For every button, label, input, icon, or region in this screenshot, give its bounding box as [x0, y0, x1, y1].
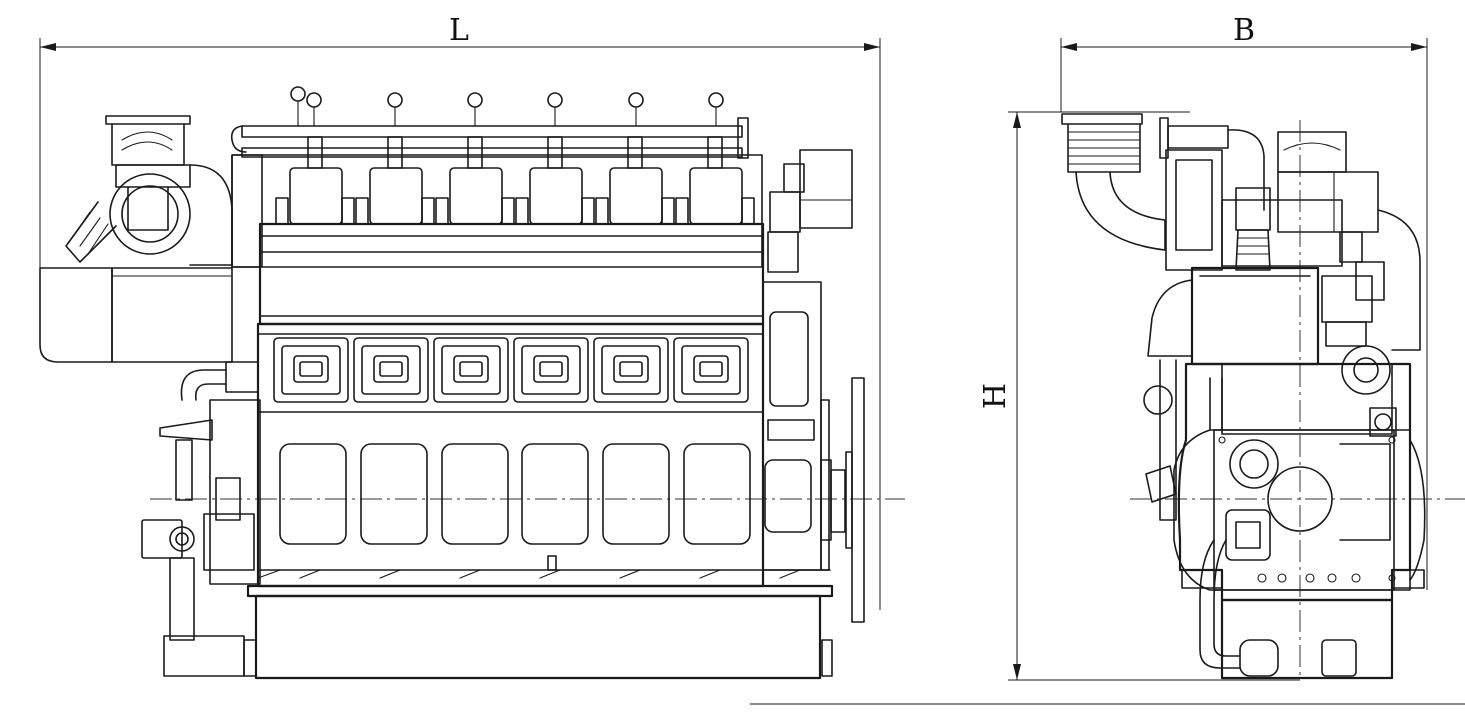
engine-end-view	[1061, 113, 1465, 680]
pressure-gauges	[290, 86, 724, 127]
crankcase-doors	[273, 337, 749, 403]
crankcase-covers	[279, 443, 812, 545]
engine-side-view	[39, 86, 905, 680]
cylinder-head-covers	[275, 136, 755, 225]
dimension-label-length: L	[449, 13, 469, 48]
dimension-length: L	[39, 13, 881, 610]
dimension-height: H	[978, 111, 1300, 681]
dimension-width: B	[1060, 13, 1428, 590]
dimension-label-width: B	[1233, 13, 1255, 48]
dimension-label-height: H	[978, 383, 1013, 409]
